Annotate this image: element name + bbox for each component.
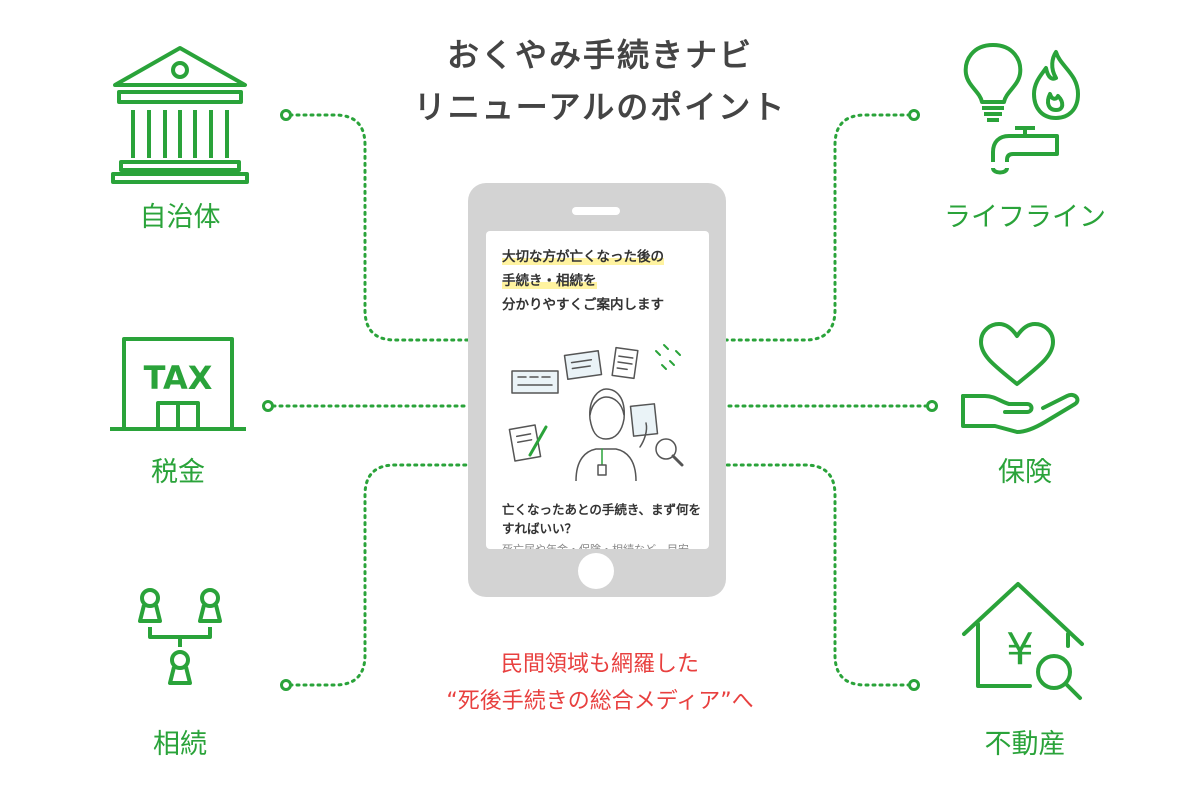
title-line-1: おくやみ手続きナビ [446,36,753,74]
svg-text:¥: ¥ [1006,624,1034,675]
headline-2: 手続き・相続を [502,273,597,289]
caption-line-2: “死後手続きの総合メディア”へ [446,689,754,714]
question-line-2: すればいい？ [502,521,578,536]
label-realestate: 不動産 [984,729,1066,760]
tax-office-icon: TAX [110,337,246,431]
label-inheritance: 相続 [153,729,207,760]
connector-lifeline [724,113,912,342]
family-tree-icon [138,588,222,685]
snippet-text: 死亡届や年金・保険・相続など 目安 [502,541,689,549]
phone-screen: 大切な方が亡くなった後の 手続き・相続を 分かりやすくご案内します [486,231,709,549]
home-button [578,553,614,589]
question-line-1: 亡くなったあとの手続き、まず何を [502,502,702,517]
flame-icon [1032,50,1080,120]
caption-line-1: 民間領域も網羅した [500,652,699,677]
title-line-2: リニューアルのポイント [413,88,787,126]
heart-hand-icon [961,322,1080,434]
support-illustration [508,344,684,481]
faucet-icon [991,126,1059,175]
label-municipality: 自治体 [139,202,221,233]
label-tax: 税金 [151,457,205,488]
connector-realestate [724,463,912,687]
smartphone-frame: 大切な方が亡くなった後の 手続き・相続を 分かりやすくご案内します [468,183,726,597]
connector-municipality [288,113,470,342]
label-insurance: 保険 [998,457,1052,488]
headline-1: 大切な方が亡くなった後の [502,249,664,265]
speaker-slot [572,207,620,215]
connector-inheritance [288,463,470,687]
bank-icon [111,46,249,184]
svg-text:TAX: TAX [144,359,213,397]
house-yen-icon: ¥ [962,582,1084,700]
label-lifeline: ライフライン [944,202,1106,233]
lightbulb-icon [963,43,1023,122]
headline-3: 分かりやすくご案内します [502,297,664,313]
